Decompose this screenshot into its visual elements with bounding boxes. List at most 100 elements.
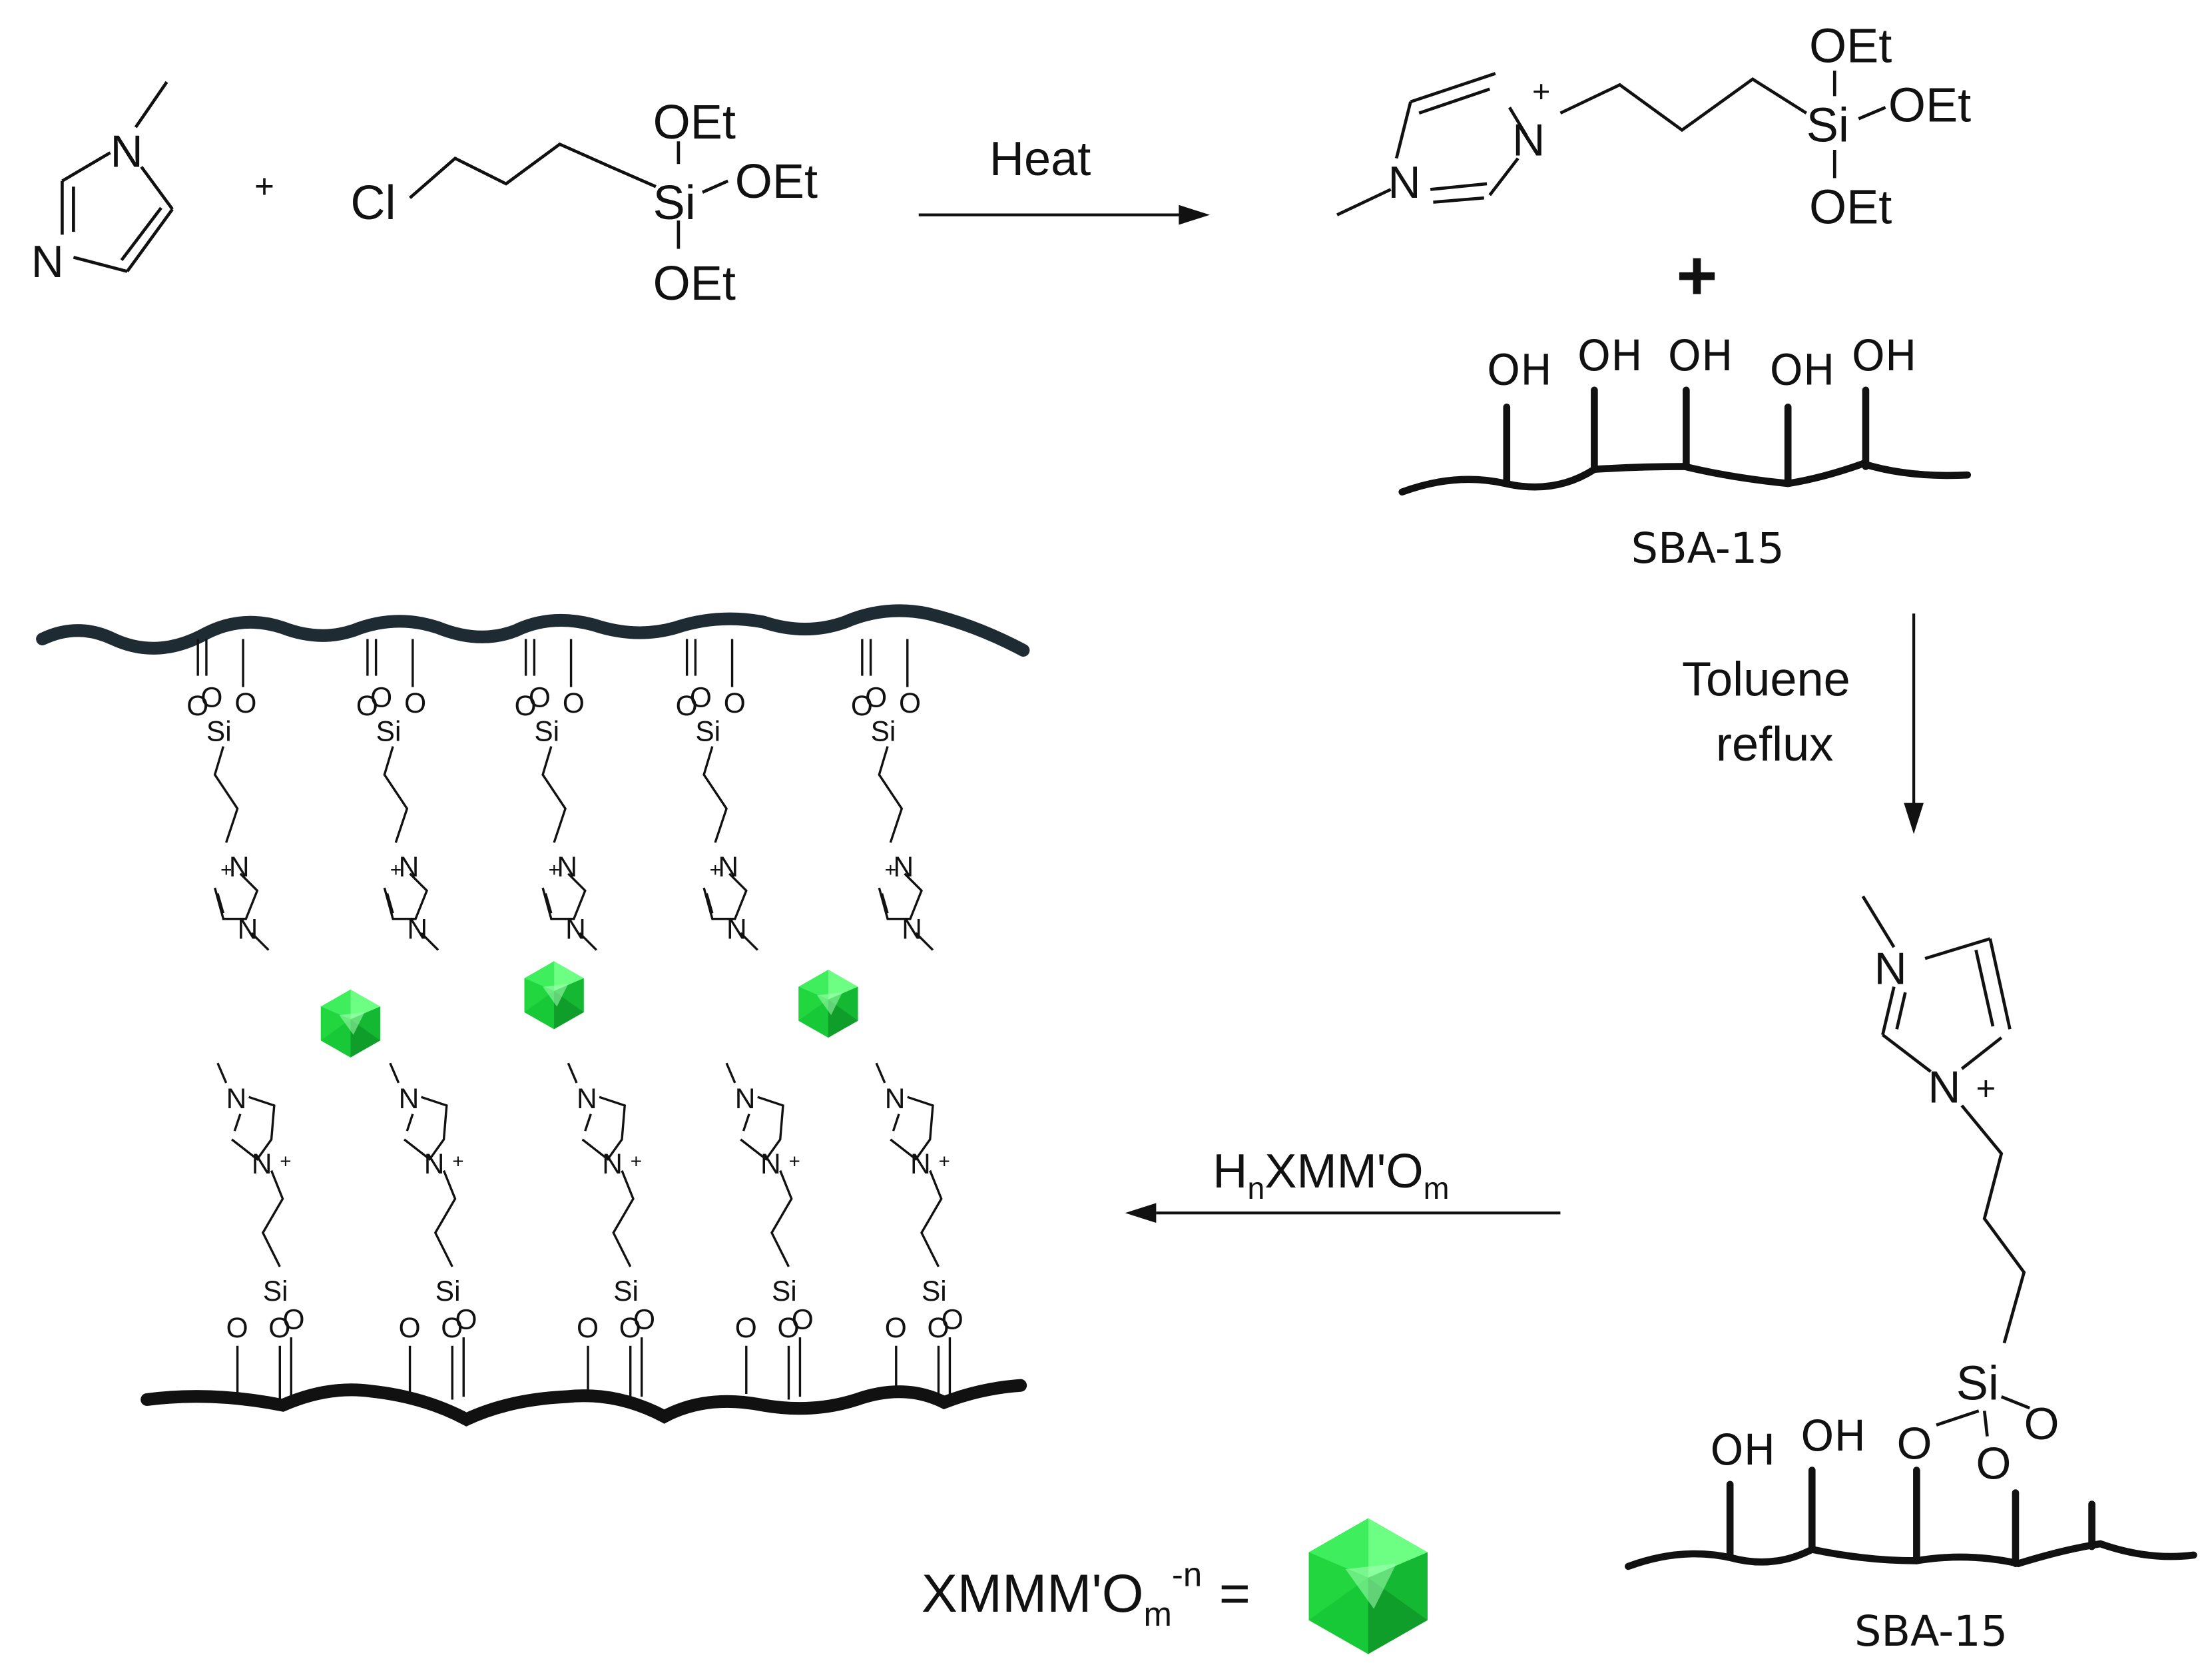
atom-si: Si — [695, 715, 720, 747]
charge-plus: + — [631, 1150, 642, 1172]
atom-n: N — [399, 851, 419, 882]
sba15-surface-bottom — [1625, 1467, 2197, 1570]
lower-linker-1 — [216, 1062, 292, 1400]
oet-bottom: OEt — [653, 257, 736, 310]
charge-plus: + — [938, 1150, 950, 1172]
charge-plus: + — [1532, 74, 1550, 109]
atom-o-grafted-2: O — [1976, 1439, 2012, 1489]
atom-o: O — [724, 687, 746, 719]
atom-si: Si — [435, 1275, 461, 1307]
pom-cluster-2 — [524, 961, 584, 1030]
atom-si: Si — [922, 1275, 947, 1307]
charge-plus: + — [220, 859, 232, 881]
methylimidazole-structure — [61, 81, 174, 273]
polyoxometalate-clusters — [320, 961, 858, 1058]
pom-cluster-3 — [798, 970, 858, 1038]
lower-linker-4 — [725, 1062, 802, 1400]
atom-n: N — [226, 1083, 247, 1114]
atom-n: N — [760, 1148, 781, 1179]
atom-o-grafted-1: O — [1897, 1419, 1932, 1469]
atom-o: O — [777, 1312, 799, 1343]
upper-linker-1 — [196, 639, 270, 951]
imidazolium-silane-structure — [1336, 71, 1886, 216]
atom-o: O — [399, 1312, 421, 1343]
atom-o: O — [455, 1303, 477, 1335]
sba15-label-bottom: SBA-15 — [1854, 1607, 2008, 1656]
plus-sign-large: + — [1676, 236, 1717, 315]
charge-plus: + — [452, 1150, 463, 1172]
atom-o: O — [234, 687, 256, 719]
charge-plus: + — [390, 859, 402, 881]
atom-n-2: N — [31, 237, 64, 287]
oet-top: OEt — [653, 96, 736, 149]
atom-o: O — [619, 1312, 641, 1343]
heat-arrow — [918, 204, 1211, 225]
atom-o: O — [577, 1312, 599, 1343]
atom-n: N — [407, 913, 427, 944]
charge-plus: + — [549, 859, 560, 881]
atom-o: O — [851, 690, 873, 721]
atom-n: N — [602, 1148, 623, 1179]
oh-3: OH — [1668, 332, 1733, 381]
atom-o: O — [885, 1312, 907, 1343]
atom-n: N — [565, 913, 586, 944]
atom-o: O — [529, 681, 551, 713]
atom-o: O — [865, 681, 887, 713]
atom-si-product: Si — [1806, 99, 1849, 152]
atom-si: Si — [376, 715, 402, 747]
reflux-label: reflux — [1716, 718, 1833, 771]
atom-si: Si — [613, 1275, 639, 1307]
atom-o: O — [515, 690, 537, 721]
atom-o-grafted-3: O — [2024, 1399, 2060, 1449]
atom-si: Si — [653, 176, 696, 230]
toluene-label: Toluene — [1682, 653, 1850, 706]
atom-si: Si — [871, 715, 896, 747]
charge-plus: + — [710, 859, 721, 881]
atom-si: Si — [772, 1275, 797, 1307]
atom-n: N — [557, 851, 577, 882]
oh-2: OH — [1577, 332, 1643, 381]
atom-si-grafted: Si — [1956, 1357, 1999, 1410]
toluene-reflux-arrow — [1904, 613, 1924, 835]
atom-o: O — [942, 1303, 964, 1335]
upper-linker-4 — [685, 639, 758, 951]
atom-o: O — [404, 687, 426, 719]
upper-linker-3 — [524, 639, 597, 951]
pom-reagent-label: HnXMM'Om — [1213, 1145, 1449, 1205]
atom-o: O — [927, 1312, 949, 1343]
silica-wall-bottom — [140, 1379, 1027, 1427]
atom-o: O — [356, 690, 378, 721]
atom-o: O — [676, 690, 698, 721]
atom-n: N — [577, 1083, 597, 1114]
atom-n: N — [885, 1083, 906, 1114]
upper-linker-2 — [366, 639, 439, 951]
upper-linker-5 — [861, 639, 934, 951]
oet-right: OEt — [735, 155, 818, 208]
atom-n: N — [735, 1083, 756, 1114]
atom-o: O — [563, 687, 585, 719]
grafted-imidazolium-structure — [1861, 895, 2031, 1437]
lower-linker-5 — [875, 1062, 952, 1400]
legend-pom-icon — [1308, 1518, 1428, 1654]
atom-o: O — [792, 1303, 814, 1335]
atom-si: Si — [534, 715, 559, 747]
silica-wall-top — [36, 604, 1030, 657]
charge-plus-grafted: + — [1976, 1069, 1996, 1107]
atom-o: O — [370, 681, 392, 713]
heat-label: Heat — [989, 133, 1091, 186]
plus-sign-small: + — [254, 167, 274, 205]
sba15-label-top: SBA-15 — [1631, 524, 1785, 573]
atom-n-1: N — [111, 127, 143, 176]
lower-linker-2 — [389, 1062, 465, 1400]
atom-n: N — [399, 1083, 419, 1114]
